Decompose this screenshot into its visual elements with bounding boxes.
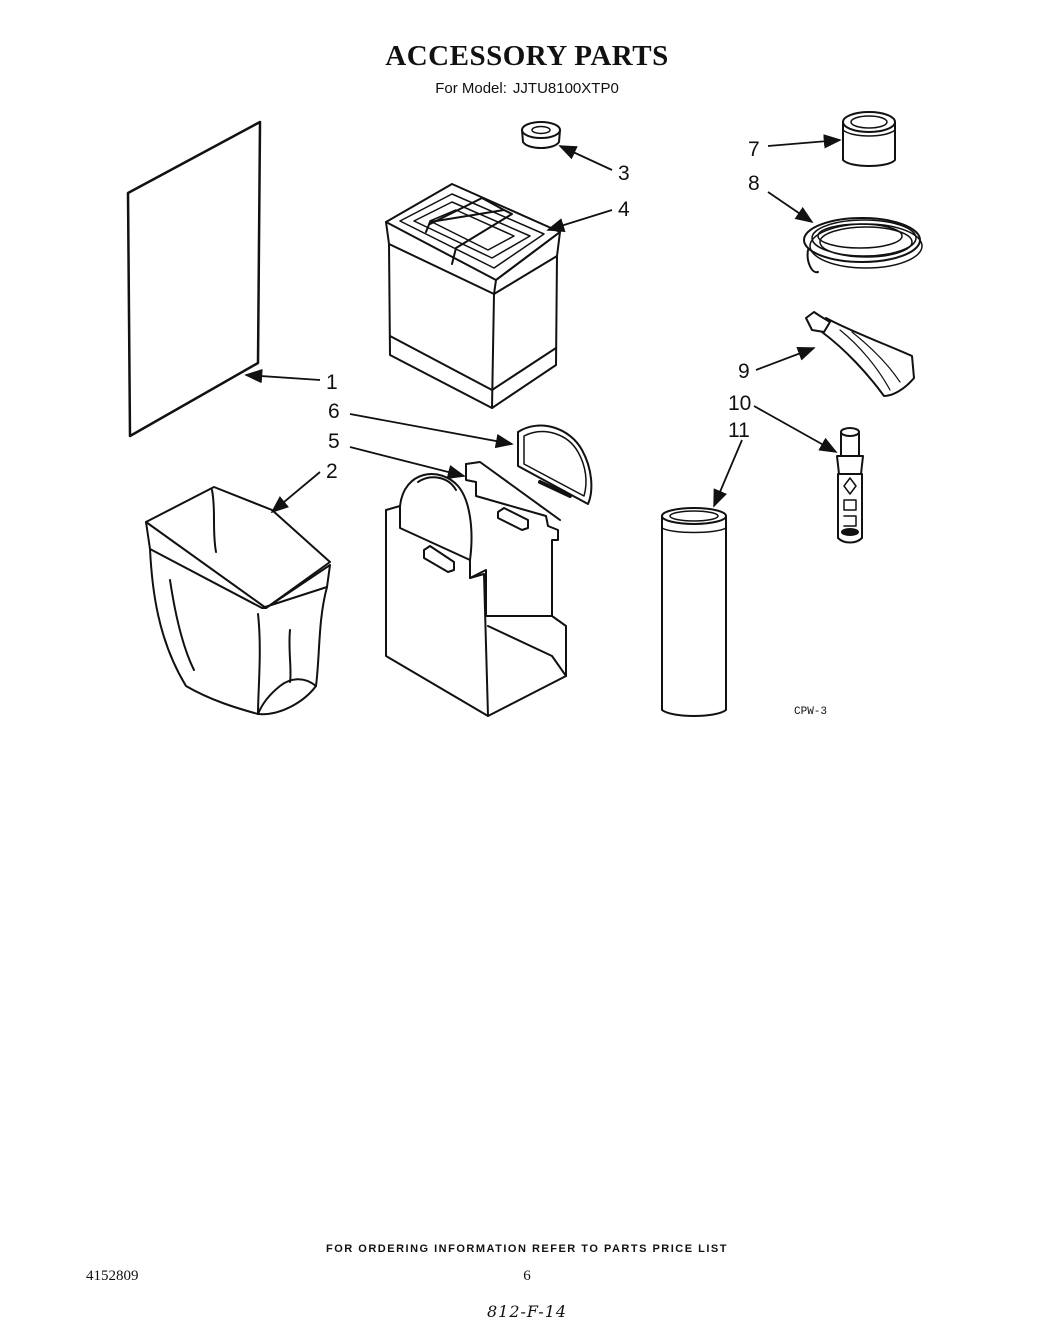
part-6-plate xyxy=(517,424,593,505)
part-7-can xyxy=(842,111,896,167)
callout-3: 3 xyxy=(618,162,630,185)
part-1-sheet xyxy=(126,120,262,438)
page-title: ACCESSORY PARTS xyxy=(385,40,669,72)
leader-lines xyxy=(244,134,842,514)
callout-5: 5 xyxy=(328,430,340,453)
callout-4: 4 xyxy=(618,198,630,221)
part-9-tube xyxy=(805,311,915,397)
part-8-coiled-cord xyxy=(803,217,923,274)
model-line: For Model: JJTU8100XTP0 xyxy=(0,80,1054,97)
drawing-code: CPW-3 xyxy=(794,706,827,718)
callout-7: 7 xyxy=(748,138,760,161)
part-5-bag-holder xyxy=(385,461,567,717)
callout-9: 9 xyxy=(738,360,750,383)
part-3-cap xyxy=(521,121,561,149)
callout-8: 8 xyxy=(748,172,760,195)
callout-11: 11 xyxy=(728,419,750,442)
model-number: JJTU8100XTP0 xyxy=(512,80,619,97)
handwritten-note: 812-F-14 xyxy=(486,1302,568,1321)
callout-6: 6 xyxy=(328,400,340,423)
callout-2: 2 xyxy=(326,460,338,483)
callout-1: 1 xyxy=(326,371,338,394)
page-number: 6 xyxy=(523,1268,531,1284)
part-11-spray-can xyxy=(661,507,727,717)
part-10-valve xyxy=(836,427,864,544)
model-label: For Model: xyxy=(435,80,507,97)
callout-10: 10 xyxy=(728,392,751,415)
document-number: 4152809 xyxy=(86,1268,139,1284)
part-2-trash-bag xyxy=(145,486,331,716)
callout-numbers: 1 2 3 4 5 6 7 8 9 10 11 xyxy=(326,138,760,483)
ordering-note: FOR ORDERING INFORMATION REFER TO PARTS … xyxy=(326,1243,728,1255)
part-4-container xyxy=(385,183,561,409)
